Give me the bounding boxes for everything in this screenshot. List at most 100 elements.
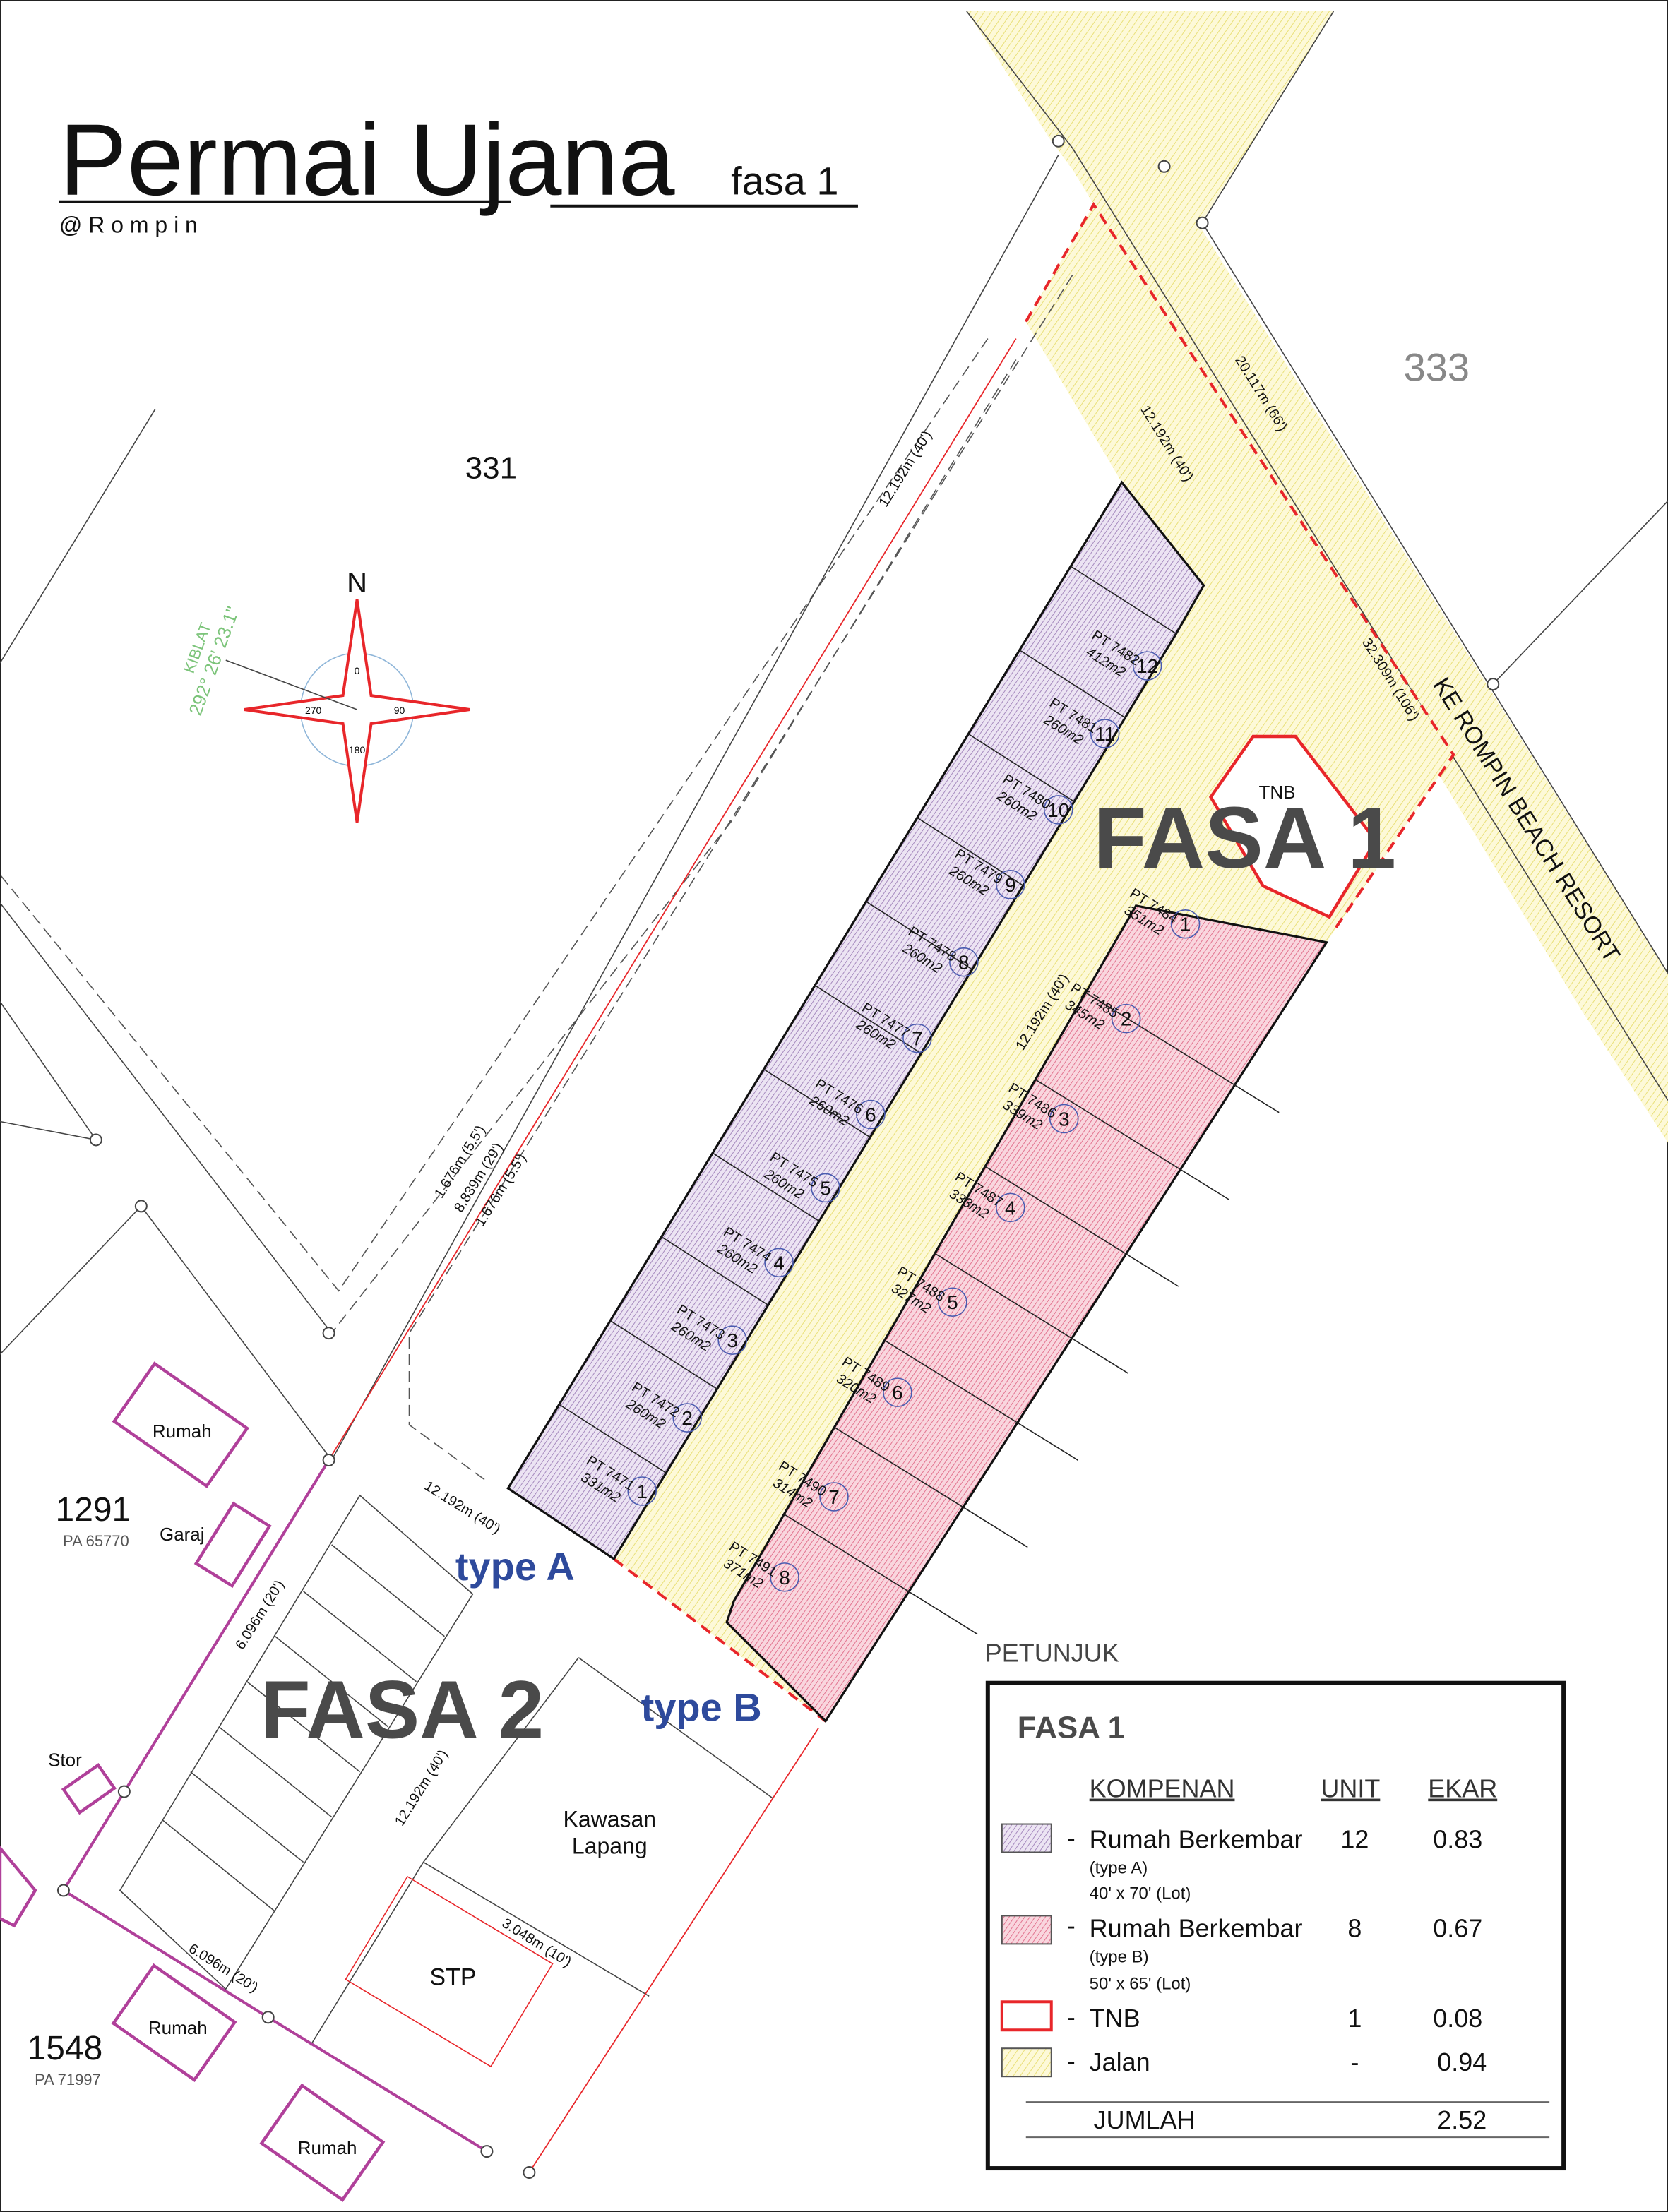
lot-number: 6 (892, 1382, 903, 1404)
pa-71997: PA 71997 (35, 2071, 101, 2088)
legend-heading: PETUNJUK (985, 1639, 1119, 1668)
lot-number: 11 (1095, 723, 1115, 745)
lot-number: 8 (779, 1567, 790, 1589)
svg-text:1: 1 (1347, 2004, 1362, 2033)
title-phase: fasa 1 (731, 159, 838, 203)
svg-text:EKAR: EKAR (1428, 1774, 1497, 1803)
lot-number: 2 (681, 1407, 693, 1429)
lot-number-circle (672, 1403, 702, 1433)
lot-331: 331 (465, 450, 517, 485)
svg-text:2.52: 2.52 (1437, 2105, 1487, 2134)
lot-number-circle (949, 947, 979, 977)
svg-text:JUMLAH: JUMLAH (1094, 2105, 1196, 2134)
title-location: @ R o m p i n (59, 213, 198, 238)
lot-number: 5 (820, 1177, 831, 1199)
lot-number: 1 (1180, 914, 1191, 935)
lot-number-circle (996, 870, 1025, 899)
lot-number: 8 (958, 952, 970, 974)
type-b-label: type B (641, 1685, 762, 1730)
lot-number: 4 (1005, 1197, 1016, 1219)
svg-text:(type A): (type A) (1090, 1858, 1148, 1877)
fasa2-lots (119, 1494, 474, 1990)
rumah-label-1: Rumah (153, 1421, 212, 1442)
north-label: N (347, 568, 367, 599)
lot-number: 9 (1005, 874, 1016, 896)
svg-text:0.83: 0.83 (1433, 1824, 1482, 1853)
internal-road (614, 204, 1454, 1721)
garaj-label: Garaj (160, 1524, 205, 1545)
lot-number: 5 (947, 1291, 958, 1313)
fasa2-label: FASA 2 (261, 1664, 544, 1756)
lapang-label: Lapang (572, 1833, 648, 1858)
rumah-label-2: Rumah (148, 2017, 208, 2038)
svg-text:-: - (1067, 1823, 1076, 1852)
lot-number-circle (902, 1023, 932, 1053)
buildings (0, 1361, 386, 2202)
svg-text:0.94: 0.94 (1437, 2047, 1487, 2076)
lot-number-circle (1111, 1003, 1141, 1034)
tnb-site (1208, 734, 1378, 919)
lot-number: 6 (865, 1104, 876, 1125)
context-lines (0, 275, 1073, 1482)
lot-number-circle (856, 1099, 886, 1130)
lot-number-circle (938, 1287, 967, 1317)
type-a-label: type A (455, 1544, 575, 1589)
lot-number-circle (1049, 1104, 1079, 1134)
svg-text:Rumah Berkembar: Rumah Berkembar (1090, 1824, 1303, 1853)
svg-text:TNB: TNB (1090, 2004, 1140, 2033)
main-road (966, 11, 1668, 1143)
road-edges (966, 11, 1668, 1101)
lot-number-circle (770, 1562, 799, 1592)
lot-number: 4 (773, 1252, 785, 1274)
lot-1291: 1291 (56, 1491, 131, 1529)
svg-text:180: 180 (349, 744, 366, 755)
lot-number-circle (1170, 909, 1201, 939)
lot-number: 2 (1121, 1008, 1132, 1030)
svg-text:270: 270 (305, 705, 322, 716)
pa-65770: PA 65770 (63, 1532, 129, 1550)
lot-number: 12 (1136, 655, 1158, 677)
lot-number-circle (1090, 719, 1120, 748)
lot-333: 333 (1404, 345, 1470, 389)
lot-number-circle (819, 1482, 849, 1512)
type-b-block (725, 904, 1329, 1723)
svg-text:Jalan: Jalan (1090, 2047, 1150, 2076)
svg-text:12: 12 (1340, 1824, 1369, 1853)
title: Permai Ujana (59, 104, 675, 217)
svg-text:-: - (1067, 1911, 1076, 1939)
kawasan-label: Kawasan (564, 1807, 657, 1832)
svg-text:0: 0 (355, 665, 360, 676)
stor-label: Stor (48, 1750, 82, 1771)
lot-number-circle (811, 1173, 840, 1203)
lot-number-circle (883, 1377, 912, 1407)
svg-text:90: 90 (394, 705, 405, 716)
svg-text:-: - (1067, 2046, 1076, 2075)
phase1-boundary (613, 1558, 827, 1723)
lot-1548: 1548 (28, 2030, 103, 2067)
stp-label: STP (429, 1963, 476, 1990)
svg-text:0.67: 0.67 (1433, 1913, 1482, 1942)
svg-text:-: - (1350, 2047, 1359, 2076)
rumah-label-3: Rumah (298, 2137, 357, 2158)
lot-number: 3 (727, 1329, 738, 1351)
lot-number-circle (996, 1192, 1025, 1223)
lot-number: 7 (912, 1028, 923, 1050)
fasa1-label: FASA 1 (1093, 789, 1396, 887)
svg-text:40' x 70' (Lot): 40' x 70' (Lot) (1090, 1884, 1191, 1903)
svg-text:8: 8 (1347, 1913, 1362, 1942)
svg-text:(type B): (type B) (1090, 1947, 1149, 1966)
lot-number: 10 (1047, 799, 1069, 821)
legend: PETUNJUK FASA 1 KOMPENAN UNIT EKAR ---- … (985, 1639, 1566, 2171)
svg-text:KOMPENAN: KOMPENAN (1090, 1774, 1235, 1803)
svg-text:0.08: 0.08 (1433, 2004, 1482, 2033)
lot-number-circle (717, 1325, 747, 1355)
lot-number: 7 (828, 1486, 840, 1508)
lot-number-circle (764, 1248, 794, 1278)
svg-text:50' x 65' (Lot): 50' x 65' (Lot) (1090, 1974, 1191, 1993)
lot-number: 3 (1059, 1108, 1070, 1130)
svg-text:UNIT: UNIT (1321, 1774, 1380, 1803)
svg-text:Rumah Berkembar: Rumah Berkembar (1090, 1913, 1303, 1942)
tnb-label: TNB (1258, 782, 1295, 803)
lot-number-circle (1132, 651, 1162, 681)
lot-number-circle (1043, 795, 1073, 825)
